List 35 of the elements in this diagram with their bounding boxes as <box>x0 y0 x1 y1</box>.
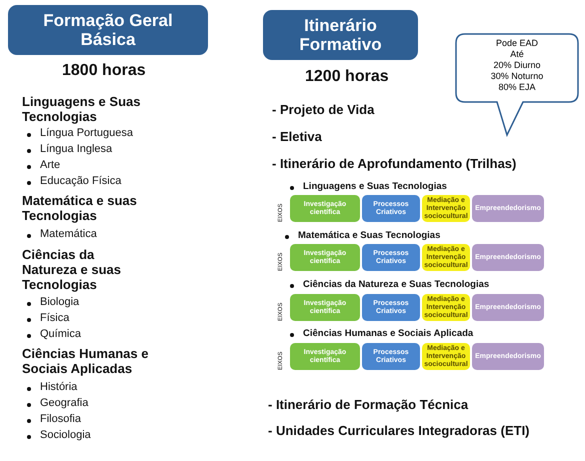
subject-heading: Ciências Humanas e Sociais Aplicadas <box>22 346 150 376</box>
subject-item: Educação Física <box>40 175 122 187</box>
speech-bubble <box>455 33 579 137</box>
track-heading: Ciências Humanas e Sociais Aplicada <box>303 328 474 339</box>
list-item: - Eletiva <box>272 129 322 144</box>
callout-text: 30% Noturno <box>490 71 544 82</box>
subject-item: História <box>40 381 78 393</box>
subject-heading: Linguagens e Suas Tecnologias <box>22 94 142 124</box>
subject-item: Língua Portuguesa <box>40 127 133 139</box>
subject-item: Língua Inglesa <box>40 143 112 155</box>
list-item: - Projeto de Vida <box>272 102 374 117</box>
subject-item: Química <box>40 328 81 340</box>
track-heading: Ciências da Natureza e Suas Tecnologias <box>303 279 490 290</box>
header-banner: Itinerário Formativo <box>263 10 418 60</box>
hours-label: 1800 horas <box>62 62 146 80</box>
callout-text: Pode EAD <box>494 38 540 49</box>
callout-text: Até <box>509 49 525 60</box>
list-item: - Itinerário de Formação Técnica <box>268 397 468 412</box>
callout-text: 20% Diurno <box>492 60 542 71</box>
subject-item: Filosofia <box>40 413 81 425</box>
subject-item: Física <box>40 312 70 324</box>
header-banner: Formação Geral Básica <box>8 5 208 55</box>
subject-item: Sociologia <box>40 429 91 441</box>
track-heading: Matemática e Suas Tecnologias <box>298 230 440 241</box>
subject-item: Arte <box>40 159 60 171</box>
subject-item: Biologia <box>40 296 80 308</box>
callout-text: 80% EJA <box>497 82 537 93</box>
subject-item: Matemática <box>40 228 97 240</box>
track-heading: Linguagens e Suas Tecnologias <box>303 181 447 192</box>
hours-label: 1200 horas <box>305 68 389 86</box>
subject-heading: Ciências da Natureza e suas Tecnologias <box>22 247 122 292</box>
subject-heading: Matemática e suas Tecnologias <box>22 193 138 223</box>
list-item: - Unidades Curriculares Integradoras (ETI) <box>268 423 530 438</box>
list-item: - Itinerário de Aprofundamento (Trilhas) <box>272 156 516 171</box>
subject-item: Geografia <box>40 397 88 409</box>
